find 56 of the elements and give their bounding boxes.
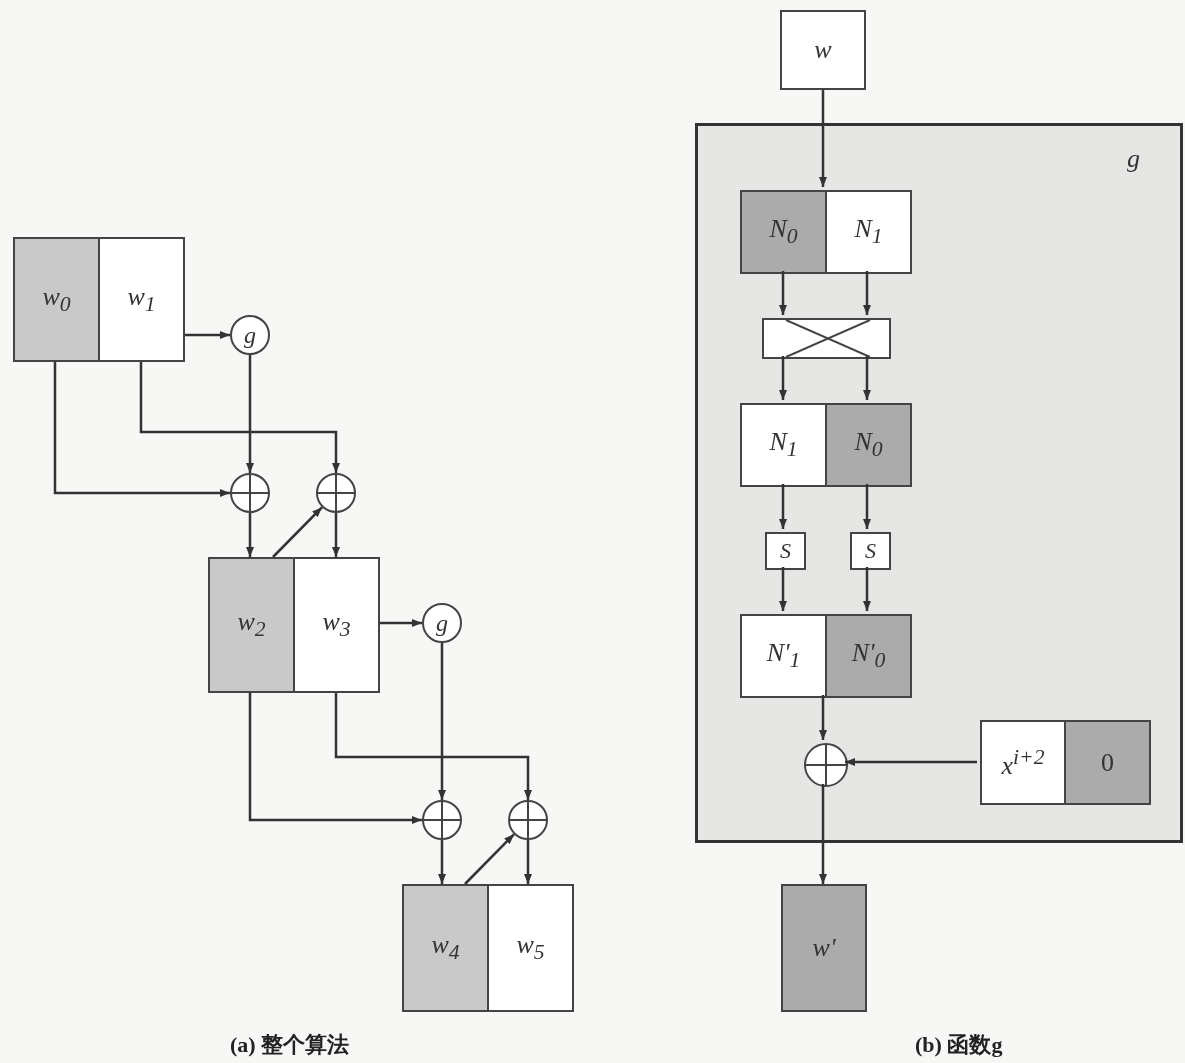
arrow xyxy=(863,484,871,529)
arrow xyxy=(779,356,787,400)
arrow xyxy=(380,619,422,627)
xor-circle xyxy=(804,743,848,787)
xor-circle xyxy=(316,473,356,513)
arrow xyxy=(185,331,230,339)
register-cell: w$_{2}$ xyxy=(208,557,295,693)
output-box: w' xyxy=(781,884,867,1012)
register-cell: N$_{0}$ xyxy=(740,190,827,274)
arrow xyxy=(438,643,446,800)
arrow xyxy=(246,513,254,557)
register-cell: w$_{0}$ xyxy=(13,237,100,362)
xor-circle xyxy=(422,800,462,840)
arrow xyxy=(863,567,871,611)
arrow xyxy=(464,833,515,885)
register-cell: N$_{1}$ xyxy=(740,403,827,487)
register-cell: N$_{0}$ xyxy=(825,403,912,487)
register-cell: w$_{4}$ xyxy=(402,884,489,1012)
arrow xyxy=(779,271,787,315)
panel-label: g xyxy=(1127,144,1140,174)
arrow xyxy=(863,271,871,315)
register-cell: w$_{3}$ xyxy=(293,557,380,693)
function-panel xyxy=(695,123,1183,843)
xor-circle xyxy=(230,473,270,513)
swap-box xyxy=(762,318,891,359)
register-cell: w$_{1}$ xyxy=(98,237,185,362)
arrow xyxy=(438,840,446,884)
arrow xyxy=(524,840,532,884)
arrow xyxy=(819,784,827,884)
register-cell: x$^{i+2}$ xyxy=(980,720,1066,805)
sbox: S xyxy=(850,532,891,570)
register-cell: 0 xyxy=(1064,720,1151,805)
arrow xyxy=(53,362,230,497)
arrow xyxy=(819,695,827,740)
xor-circle xyxy=(508,800,548,840)
arrow xyxy=(334,693,532,800)
arrow xyxy=(779,567,787,611)
arrow xyxy=(819,90,827,187)
arrow xyxy=(139,362,340,473)
register-cell: N'$_{1}$ xyxy=(740,614,827,698)
arrow xyxy=(248,693,422,824)
arrow xyxy=(779,484,787,529)
arrow xyxy=(246,355,254,473)
figure-caption: (b) 函数g xyxy=(915,1031,1003,1059)
input-box: w xyxy=(780,10,866,90)
register-cell: w$_{5}$ xyxy=(487,884,574,1012)
function-circle: g xyxy=(230,315,270,355)
figure-caption: (a) 整个算法 xyxy=(230,1031,350,1059)
register-cell: N$_{1}$ xyxy=(825,190,912,274)
arrow xyxy=(272,506,323,558)
arrow xyxy=(863,356,871,400)
register-cell: N'$_{0}$ xyxy=(825,614,912,698)
sbox: S xyxy=(765,532,806,570)
function-circle: g xyxy=(422,603,462,643)
arrow xyxy=(845,758,977,766)
arrow xyxy=(332,513,340,557)
